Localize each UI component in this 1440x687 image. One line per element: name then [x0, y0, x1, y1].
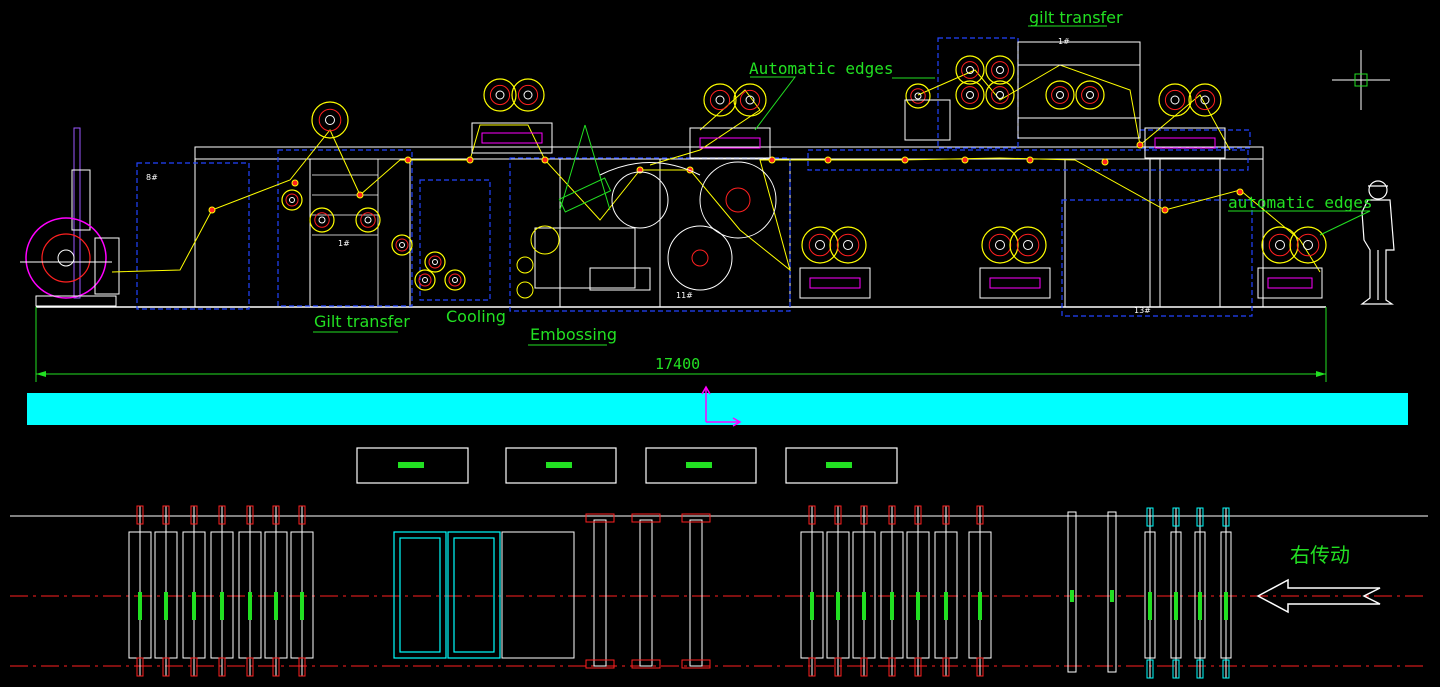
roller [311, 101, 349, 139]
roller-shaft [238, 505, 262, 677]
note-box [785, 447, 898, 484]
drive-direction-arrow [1256, 578, 1381, 614]
roller-shaft [631, 513, 661, 669]
note-box [645, 447, 757, 484]
note-box [505, 447, 617, 484]
roller [309, 207, 335, 233]
roller-shaft [1220, 507, 1232, 679]
elevation-view: 8# 1# 11# 1# 13# gilt transfer Automatic… [20, 8, 1395, 382]
roller-shaft [906, 505, 930, 677]
section-tag: 1# [1058, 37, 1070, 46]
roller-shaft [182, 505, 206, 677]
roller-shaft [1170, 507, 1182, 679]
roller-shaft [880, 505, 904, 677]
roller [511, 78, 545, 112]
roller [424, 251, 446, 273]
roller [829, 226, 867, 264]
roller [1158, 83, 1192, 117]
roller-shaft [968, 505, 992, 677]
label-gilt-transfer-top: gilt transfer [1029, 8, 1123, 27]
roller [985, 80, 1015, 110]
roller-shaft [1194, 507, 1206, 679]
roller [1009, 226, 1047, 264]
roller-shaft [852, 505, 876, 677]
roller-shaft [934, 505, 958, 677]
roller [281, 189, 303, 211]
roller-shaft [290, 505, 314, 677]
roller-shaft [128, 505, 152, 677]
roller [355, 207, 381, 233]
roller-shaft [1067, 511, 1077, 673]
roller [414, 269, 436, 291]
roller-stand [1144, 127, 1226, 159]
ucs-axis-icon [701, 385, 742, 427]
roller [1261, 226, 1299, 264]
label-cooling: Cooling [446, 307, 506, 326]
roller-stand [979, 267, 1051, 299]
roller-stand [799, 267, 871, 299]
roller-shaft [681, 513, 711, 669]
cursor-crosshair [1332, 50, 1390, 110]
unwind-stand [20, 127, 120, 307]
label-gilt-transfer-left: Gilt transfer [314, 312, 410, 331]
embossing-unit [516, 124, 777, 299]
label-automatic-edges-right: automatic edges [1228, 193, 1373, 212]
roller [703, 83, 737, 117]
roller [1289, 226, 1327, 264]
dimension-overall-length: 17400 [655, 355, 700, 373]
roller [1045, 80, 1075, 110]
roller-stand [471, 122, 553, 154]
roller [1188, 83, 1222, 117]
roller [981, 226, 1019, 264]
roller [1075, 80, 1105, 110]
roller-stand [689, 127, 771, 159]
roller [905, 83, 931, 109]
roller [444, 269, 466, 291]
plan-view: 右传动 [10, 447, 1428, 679]
label-automatic-edges-top: Automatic edges [749, 59, 894, 78]
roller-shaft [826, 505, 850, 677]
roller-shaft [1144, 507, 1156, 679]
roller [483, 78, 517, 112]
roller [801, 226, 839, 264]
roller [391, 234, 413, 256]
roller-shaft [1107, 511, 1117, 673]
roller-shaft [585, 513, 615, 669]
roller-shaft [800, 505, 824, 677]
roller [955, 55, 985, 85]
roller-shaft [264, 505, 288, 677]
label-embossing: Embossing [530, 325, 617, 344]
roller-shaft [154, 505, 178, 677]
operator-figure [1360, 180, 1395, 305]
section-tag: 8# [146, 173, 158, 182]
roller [733, 83, 767, 117]
cyan-separator-bar [27, 393, 1408, 425]
label-drive-side: 右传动 [1290, 543, 1350, 567]
section-tag: 11# [676, 291, 693, 300]
roller [985, 55, 1015, 85]
roller-shaft [210, 505, 234, 677]
top-gilt-transfer [904, 41, 1141, 141]
note-box [356, 447, 469, 484]
section-tag: 1# [338, 239, 350, 248]
section-tag: 13# [1134, 306, 1151, 315]
roller [955, 80, 985, 110]
roller-stand [1257, 267, 1323, 299]
